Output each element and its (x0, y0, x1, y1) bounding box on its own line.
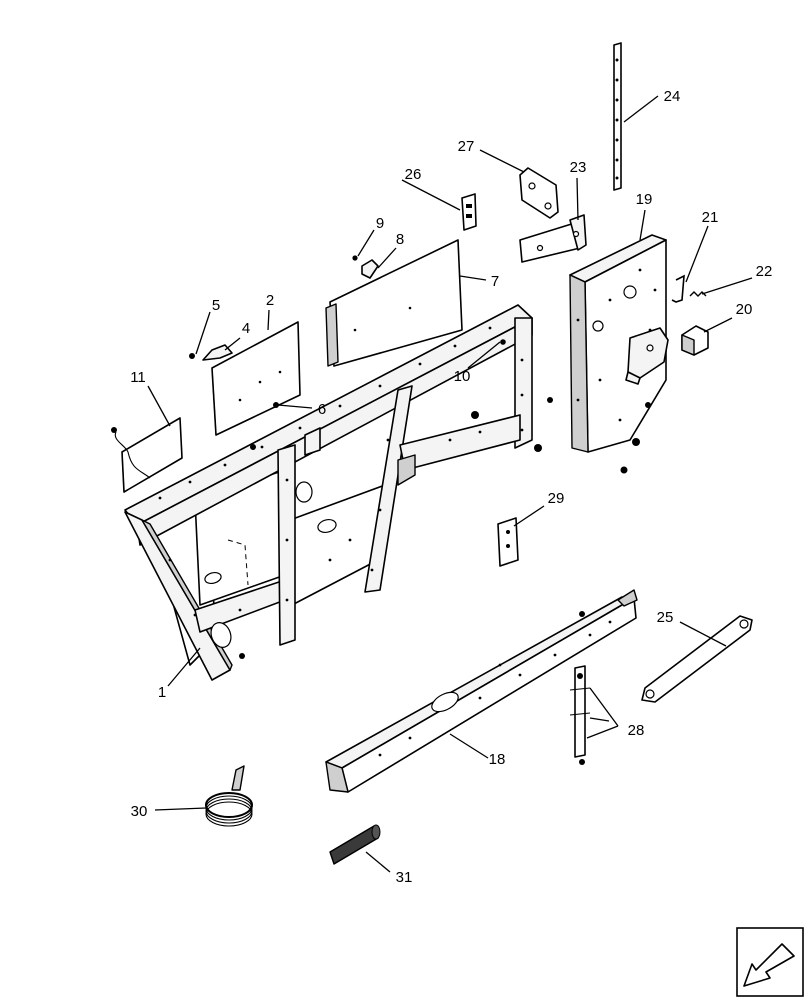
block-20 (681, 325, 709, 356)
callout-19: 19 (636, 191, 653, 208)
nut-6 (273, 402, 279, 408)
callout-8: 8 (396, 231, 404, 248)
callout-18: 18 (489, 751, 506, 768)
nut-frame (534, 444, 542, 452)
callout-30: 30 (131, 803, 148, 820)
link-bar-25 (641, 615, 753, 703)
cover-panel-7 (325, 239, 463, 367)
clip-4 (202, 344, 233, 361)
callout-7: 7 (491, 273, 499, 290)
nut-10b (471, 411, 479, 419)
cover-panel-2 (211, 321, 301, 436)
main-frame (124, 304, 533, 681)
callout-labels: 1 2 4 5 6 7 8 9 10 11 18 19 20 21 22 23 … (130, 88, 772, 886)
callout-25: 25 (657, 609, 674, 626)
callout-10: 10 (454, 368, 471, 385)
tube-31 (329, 824, 381, 865)
callout-27: 27 (458, 138, 475, 155)
clip-8 (361, 259, 379, 279)
callout-5: 5 (212, 297, 220, 314)
callout-21: 21 (702, 209, 719, 226)
bolt-19a (547, 397, 553, 403)
callout-24: 24 (664, 88, 681, 105)
plate-27 (519, 167, 559, 219)
callout-2: 2 (266, 292, 274, 309)
nut-18 (579, 611, 585, 617)
strip-24 (613, 42, 622, 191)
nut-10a (500, 339, 506, 345)
end-post-19 (569, 234, 669, 453)
callout-11: 11 (130, 369, 146, 386)
nut-19c (632, 438, 640, 446)
arrow-icon[interactable] (736, 927, 804, 997)
callout-26: 26 (405, 166, 422, 183)
nut-19d (620, 466, 628, 474)
callout-20: 20 (736, 301, 753, 318)
callout-23: 23 (570, 159, 587, 176)
callout-6: 6 (318, 401, 326, 418)
frame-rivets (158, 326, 524, 617)
beam-18 (325, 589, 638, 793)
leader-lines (147, 95, 753, 873)
callout-31: 31 (396, 869, 413, 886)
spacer-28 (569, 665, 591, 765)
bracket-26 (461, 193, 477, 231)
callout-29: 29 (548, 490, 565, 507)
bolt-19b (645, 402, 651, 408)
angle-bracket-23 (519, 214, 587, 263)
callout-28: 28 (628, 722, 645, 739)
callout-1: 1 (158, 684, 166, 701)
callout-4: 4 (242, 320, 250, 337)
callout-22: 22 (756, 263, 773, 280)
pin-21 (671, 274, 685, 303)
bolt-5 (189, 353, 195, 359)
plate-29 (497, 517, 519, 567)
cover-panel-11 (111, 417, 183, 493)
callout-9: 9 (376, 215, 384, 232)
hose-coil-30 (205, 765, 253, 827)
bolt-9 (352, 255, 358, 261)
